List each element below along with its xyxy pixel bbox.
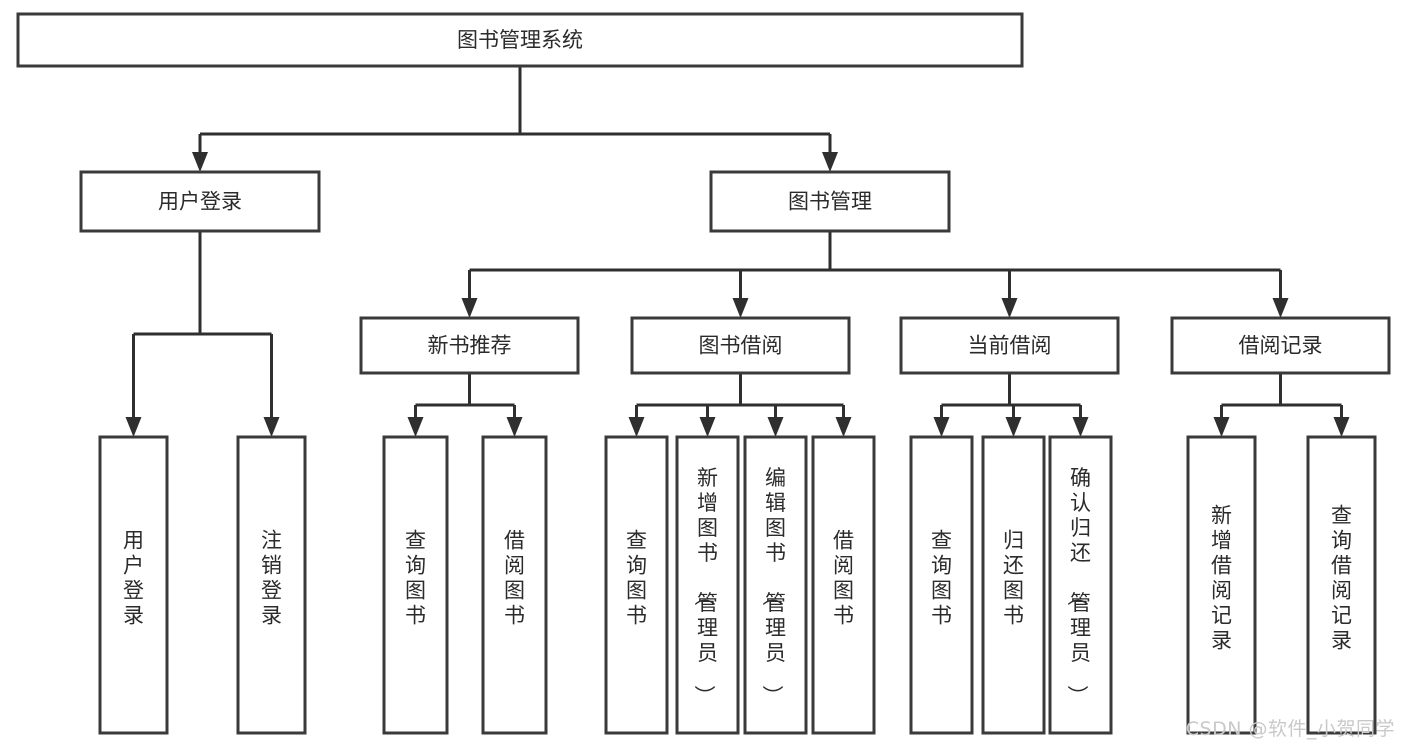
level3-label: 当前借阅 — [968, 334, 1052, 358]
level3-label: 新书推荐 — [428, 334, 512, 358]
leaf-label: 借阅图书 — [833, 529, 854, 628]
level3-node[interactable]: 新书推荐 — [359, 316, 580, 375]
leaf-label: 归还图书 — [1003, 529, 1024, 628]
leaf-label: 借阅图书 — [504, 529, 525, 628]
leaf-box[interactable] — [981, 435, 1046, 735]
leaf-node[interactable]: 查询图书 — [909, 435, 974, 735]
arrow-down-icon — [263, 334, 280, 437]
leaf-label: 查询图书 — [626, 529, 647, 628]
leaf-label: 用户登录 — [123, 529, 144, 628]
leaf-node[interactable]: 编辑图书（管理员） — [743, 435, 808, 735]
leaf-node[interactable]: 借阅图书 — [481, 435, 548, 735]
leaf-label: 新增借阅记录 — [1211, 504, 1232, 653]
leaf-box[interactable] — [675, 435, 740, 735]
leaf-node[interactable]: 用户登录 — [98, 435, 169, 735]
leaf-label: 查询图书 — [405, 529, 426, 628]
level2-node[interactable]: 图书管理 — [709, 170, 951, 233]
leaf-node[interactable]: 注销登录 — [236, 435, 307, 735]
leaf-label: 查询图书 — [931, 529, 952, 628]
level3-label: 图书借阅 — [699, 334, 783, 358]
arrow-down-icon — [1005, 405, 1022, 437]
level2-node[interactable]: 用户登录 — [79, 170, 321, 233]
leaf-label: 确认归还（管理员） — [1065, 466, 1091, 706]
leaf-box[interactable] — [1306, 435, 1377, 735]
level2-label: 图书管理 — [788, 190, 872, 214]
arrow-down-icon — [1272, 270, 1289, 318]
arrow-down-icon — [506, 405, 523, 437]
leaf-node[interactable]: 确认归还（管理员） — [1048, 435, 1113, 735]
leaf-box[interactable] — [1048, 435, 1113, 735]
connector-lines-layer — [125, 66, 1350, 437]
arrow-down-icon — [1213, 405, 1230, 437]
level2-box[interactable] — [709, 170, 951, 233]
level3-box[interactable] — [359, 316, 580, 375]
leaf-box[interactable] — [382, 435, 449, 735]
level3-node[interactable]: 借阅记录 — [1170, 316, 1391, 375]
leaf-node[interactable]: 查询借阅记录 — [1306, 435, 1377, 735]
arrow-down-icon — [732, 270, 749, 318]
arrow-down-icon — [1001, 270, 1018, 318]
leaf-node[interactable]: 借阅图书 — [811, 435, 876, 735]
arrow-down-icon — [628, 405, 645, 437]
arrow-down-icon — [699, 405, 716, 437]
level3-node[interactable]: 当前借阅 — [899, 316, 1120, 375]
arrow-down-icon — [461, 270, 478, 318]
leaf-box[interactable] — [481, 435, 548, 735]
leaf-node[interactable]: 查询图书 — [604, 435, 669, 735]
leaf-box[interactable] — [236, 435, 307, 735]
level3-node[interactable]: 图书借阅 — [630, 316, 851, 375]
arrow-down-icon — [767, 405, 784, 437]
arrow-down-icon — [1072, 405, 1089, 437]
root-box[interactable] — [16, 12, 1024, 68]
leaf-node[interactable]: 新增借阅记录 — [1186, 435, 1257, 735]
leaf-box[interactable] — [909, 435, 974, 735]
leaf-label: 注销登录 — [261, 529, 282, 628]
leaf-box[interactable] — [743, 435, 808, 735]
arrow-down-icon — [835, 405, 852, 437]
leaf-node[interactable]: 新增图书（管理员） — [675, 435, 740, 735]
leaf-label: 编辑图书（管理员） — [760, 466, 786, 706]
leaf-box[interactable] — [98, 435, 169, 735]
root-label: 图书管理系统 — [457, 28, 583, 52]
level3-label: 借阅记录 — [1239, 334, 1323, 358]
arrow-down-icon — [822, 134, 838, 172]
arrow-down-icon — [192, 134, 208, 172]
leaf-label: 查询借阅记录 — [1331, 504, 1352, 653]
root-node[interactable]: 图书管理系统 — [16, 12, 1024, 68]
leaf-box[interactable] — [604, 435, 669, 735]
arrow-down-icon — [933, 405, 950, 437]
level2-box[interactable] — [79, 170, 321, 233]
level3-box[interactable] — [630, 316, 851, 375]
arrow-down-icon — [1333, 405, 1350, 437]
level3-box[interactable] — [899, 316, 1120, 375]
level2-label: 用户登录 — [158, 190, 242, 214]
leaf-label: 新增图书（管理员） — [692, 466, 718, 706]
level3-box[interactable] — [1170, 316, 1391, 375]
nodes-layer: 图书管理系统用户登录图书管理新书推荐图书借阅当前借阅借阅记录用户登录注销登录查询… — [16, 12, 1391, 735]
arrow-down-icon — [407, 405, 424, 437]
leaf-node[interactable]: 查询图书 — [382, 435, 449, 735]
arrow-down-icon — [125, 334, 142, 437]
leaf-box[interactable] — [1186, 435, 1257, 735]
leaf-box[interactable] — [811, 435, 876, 735]
leaf-node[interactable]: 归还图书 — [981, 435, 1046, 735]
